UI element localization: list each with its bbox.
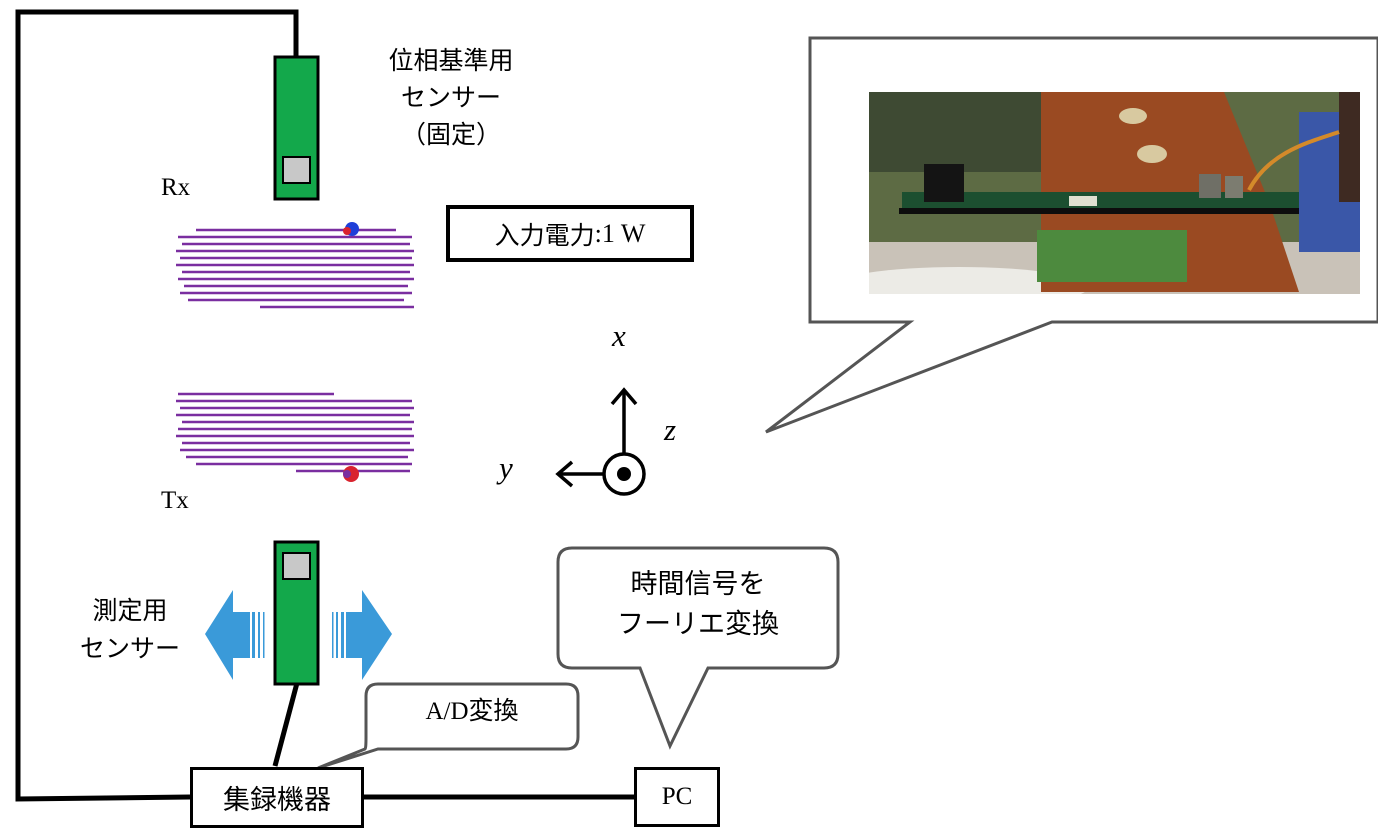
meas-sensor-label-line2: センサー bbox=[79, 634, 180, 663]
input-power-value: :1 W bbox=[594, 218, 646, 248]
move-right-arrow-icon bbox=[332, 590, 392, 680]
meas-sensor-label: 測定用 センサー bbox=[64, 592, 196, 668]
meas-sensor bbox=[273, 540, 320, 686]
ref-sensor-label-line2: センサー bbox=[400, 83, 501, 112]
ad-callout-bubble bbox=[317, 682, 580, 770]
experiment-photo bbox=[869, 92, 1360, 294]
fourier-callout-bubble bbox=[556, 546, 840, 750]
axis-z-label: z bbox=[664, 412, 677, 447]
axis-x-label: x bbox=[612, 318, 626, 353]
z-axis-dot-icon bbox=[617, 467, 631, 481]
fourier-label-line2: フーリエ変換 bbox=[617, 609, 779, 640]
ref-sensor-label: 位相基準用 センサー （固定） bbox=[368, 42, 534, 153]
input-power-box: 入力電力:1 W bbox=[446, 205, 694, 262]
axis-symbol-icon bbox=[555, 387, 646, 496]
recorder-label: 集録機器 bbox=[223, 785, 331, 816]
axis-y-label: y bbox=[499, 450, 513, 485]
ref-sensor bbox=[273, 55, 320, 201]
meas-sensor-label-line1: 測定用 bbox=[92, 596, 168, 625]
tx-label: Tx bbox=[161, 487, 189, 514]
meas-sensor-cable bbox=[272, 682, 300, 767]
ref-sensor-cable bbox=[15, 9, 299, 802]
fourier-label: 時間信号を フーリエ変換 bbox=[560, 565, 836, 645]
ad-conversion-text: A/D変換 bbox=[425, 698, 519, 725]
input-power-label: 入力電力 bbox=[494, 220, 595, 250]
ad-conversion-label: A/D変換 bbox=[368, 697, 576, 727]
ref-sensor-label-line1: 位相基準用 bbox=[388, 46, 514, 75]
pc-label: PC bbox=[661, 783, 693, 810]
rx-coil bbox=[176, 228, 414, 309]
recorder-box: 集録機器 bbox=[190, 767, 364, 828]
fourier-label-line1: 時間信号を bbox=[630, 569, 766, 600]
tx-coil bbox=[176, 392, 414, 473]
ref-sensor-label-line3: （固定） bbox=[400, 120, 501, 149]
move-left-arrow-icon bbox=[205, 590, 265, 680]
rx-label: Rx bbox=[161, 174, 191, 201]
pc-box: PC bbox=[634, 767, 720, 827]
